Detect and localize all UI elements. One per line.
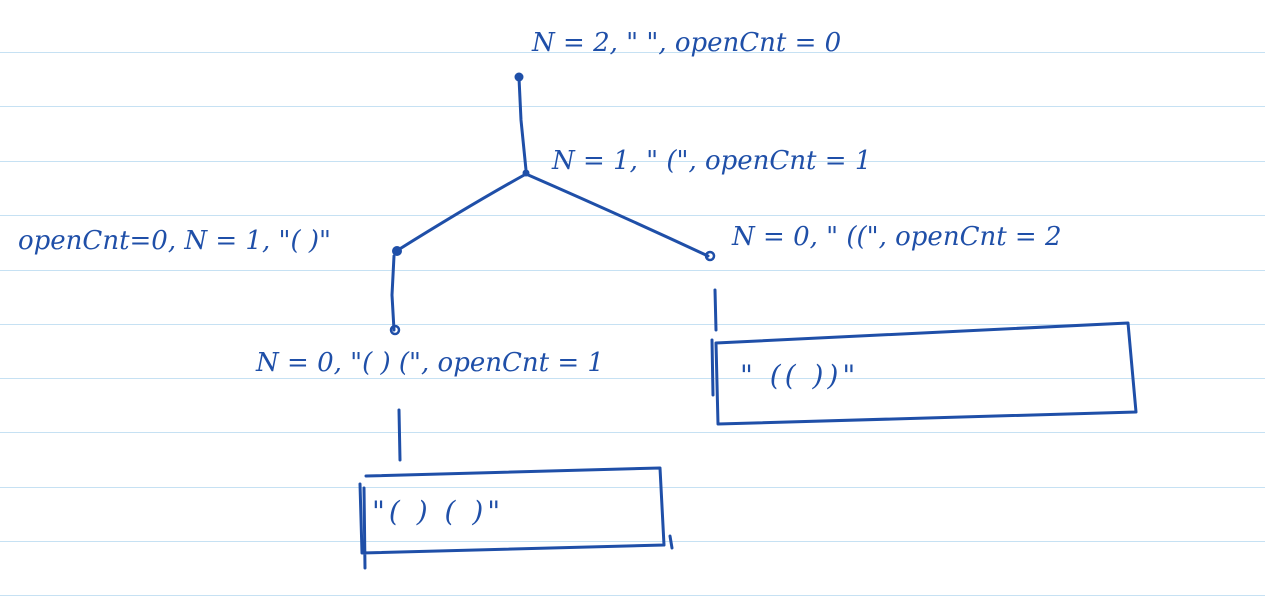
result-right-text: " (( ))"	[740, 359, 860, 392]
node-dot-left	[392, 246, 402, 256]
ruled-line	[0, 324, 1265, 325]
node-markers	[389, 72, 716, 336]
ruled-line	[0, 161, 1265, 162]
ruled-line	[0, 106, 1265, 107]
ruled-line	[0, 215, 1265, 216]
ruled-line	[0, 52, 1265, 53]
edge-left-to-left-child	[390, 254, 396, 332]
node-dot-level1	[522, 169, 530, 177]
node-dot-right	[704, 250, 716, 262]
edge-right-down	[713, 288, 718, 332]
right-node-label: N = 0, " ((", openCnt = 2	[732, 222, 1062, 252]
ruled-line	[0, 378, 1265, 379]
edge-level1-to-left	[396, 172, 528, 252]
edge-root-to-level1	[517, 76, 528, 172]
edge-level1-to-right	[524, 172, 710, 258]
ruled-line	[0, 595, 1265, 596]
node-dot-root	[514, 72, 524, 82]
root-node-label: N = 2, " ", openCnt = 0	[532, 28, 842, 58]
result-box-right-outline	[710, 321, 1138, 426]
edge-left-child-down	[397, 408, 402, 462]
ruled-line	[0, 432, 1265, 433]
result-box-left-outline	[358, 466, 674, 570]
ruled-line	[0, 541, 1265, 542]
level1-node-label: N = 1, " (", openCnt = 1	[552, 146, 872, 176]
ruled-line	[0, 270, 1265, 271]
left-node-label: openCnt=0, N = 1, "( )"	[18, 226, 331, 256]
result-left-text: "( ) ( )"	[372, 495, 505, 528]
ruled-line	[0, 487, 1265, 488]
node-dot-left-child	[389, 324, 401, 336]
left-child-node-label: N = 0, "( ) (", openCnt = 1	[256, 348, 604, 378]
